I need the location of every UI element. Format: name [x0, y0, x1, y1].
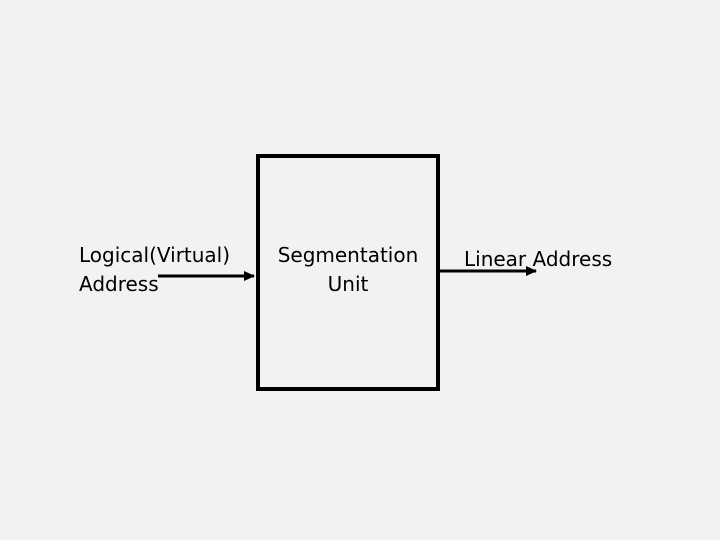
output-address-label: Linear Address — [464, 245, 612, 274]
segmentation-unit-label-line1: Segmentation — [277, 243, 419, 267]
segmentation-unit-box — [256, 154, 440, 391]
output-address-label-text: Linear Address — [464, 247, 613, 271]
input-address-label-line2: Address — [79, 272, 159, 296]
input-address-label: Logical(Virtual) Address — [79, 241, 230, 299]
segmentation-unit-label: Segmentation Unit — [258, 241, 438, 299]
segmentation-unit-label-line2: Unit — [327, 272, 369, 296]
input-address-label-line1: Logical(Virtual) — [79, 243, 231, 267]
